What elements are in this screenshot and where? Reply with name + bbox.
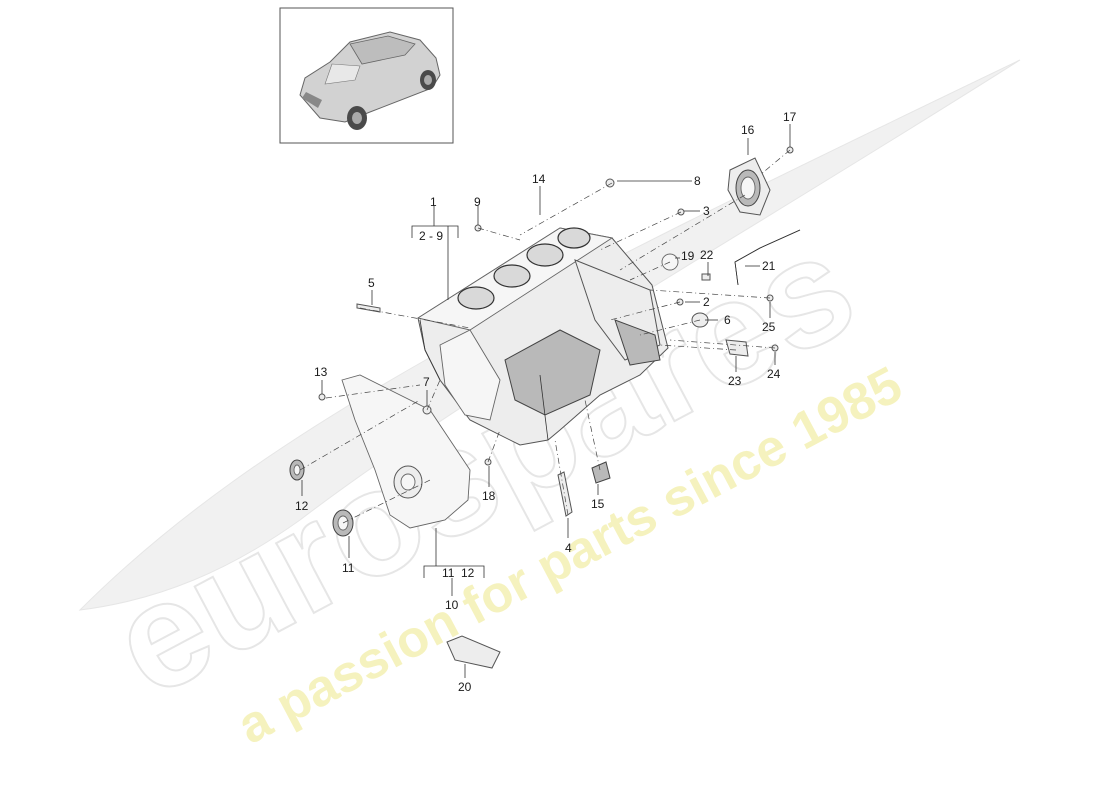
vehicle-thumbnail[interactable] (279, 7, 454, 144)
callout-24[interactable]: 24 (767, 367, 781, 381)
seal-carrier[interactable] (727, 157, 771, 216)
callout-2[interactable]: 2 (703, 295, 710, 309)
callout-15[interactable]: 15 (591, 497, 605, 511)
callout-7[interactable]: 7 (423, 375, 430, 389)
callout-18[interactable]: 18 (482, 489, 496, 503)
bolt-22[interactable] (701, 273, 711, 281)
engine-block[interactable] (416, 227, 669, 446)
leader-lines (301, 124, 791, 678)
cylinder-bore-3 (526, 243, 564, 267)
callout-19[interactable]: 19 (681, 249, 695, 263)
callout-23[interactable]: 23 (728, 374, 742, 388)
cylinder-bore-1 (457, 286, 495, 310)
callout-10-sub-a: 11 (442, 566, 455, 580)
callout-25[interactable]: 25 (762, 320, 776, 334)
callout-4[interactable]: 4 (565, 541, 572, 555)
alignment-lines (299, 149, 791, 524)
dipstick-guide-21[interactable] (734, 229, 801, 286)
callout-6[interactable]: 6 (724, 313, 731, 327)
callout-1[interactable]: 1 (430, 195, 437, 209)
callout-3[interactable]: 3 (703, 204, 710, 218)
callout-20[interactable]: 20 (458, 680, 472, 694)
plug-15[interactable] (591, 461, 611, 484)
callout-10[interactable]: 10 (445, 598, 459, 612)
sensor-23[interactable] (725, 339, 749, 357)
dowel-pin-4[interactable] (557, 471, 573, 517)
callout-labels: 1 2 - 9 2 3 4 5 6 7 8 9 10 11 12 11 12 1… (295, 110, 797, 694)
callout-22[interactable]: 22 (700, 248, 714, 262)
tube-20[interactable] (446, 635, 501, 669)
callout-9[interactable]: 9 (474, 195, 481, 209)
callout-16[interactable]: 16 (741, 123, 755, 137)
callout-17[interactable]: 17 (783, 110, 797, 124)
timing-cover[interactable] (341, 374, 471, 529)
callout-10-sub-b: 12 (461, 566, 475, 580)
cylinder-bore-4 (557, 227, 591, 249)
callout-12[interactable]: 12 (295, 499, 309, 513)
bolt-5[interactable] (356, 303, 381, 313)
cylinder-bore-2 (493, 264, 531, 288)
callout-11[interactable]: 11 (342, 561, 355, 575)
callout-8[interactable]: 8 (694, 174, 701, 188)
callout-5[interactable]: 5 (368, 276, 375, 290)
callout-14[interactable]: 14 (532, 172, 546, 186)
callout-13[interactable]: 13 (314, 365, 328, 379)
suv-car-icon (299, 31, 441, 130)
bolt-13[interactable] (318, 393, 326, 401)
seal-ring-12[interactable] (289, 459, 305, 481)
callout-1-range: 2 - 9 (419, 229, 443, 243)
callout-21[interactable]: 21 (762, 259, 776, 273)
